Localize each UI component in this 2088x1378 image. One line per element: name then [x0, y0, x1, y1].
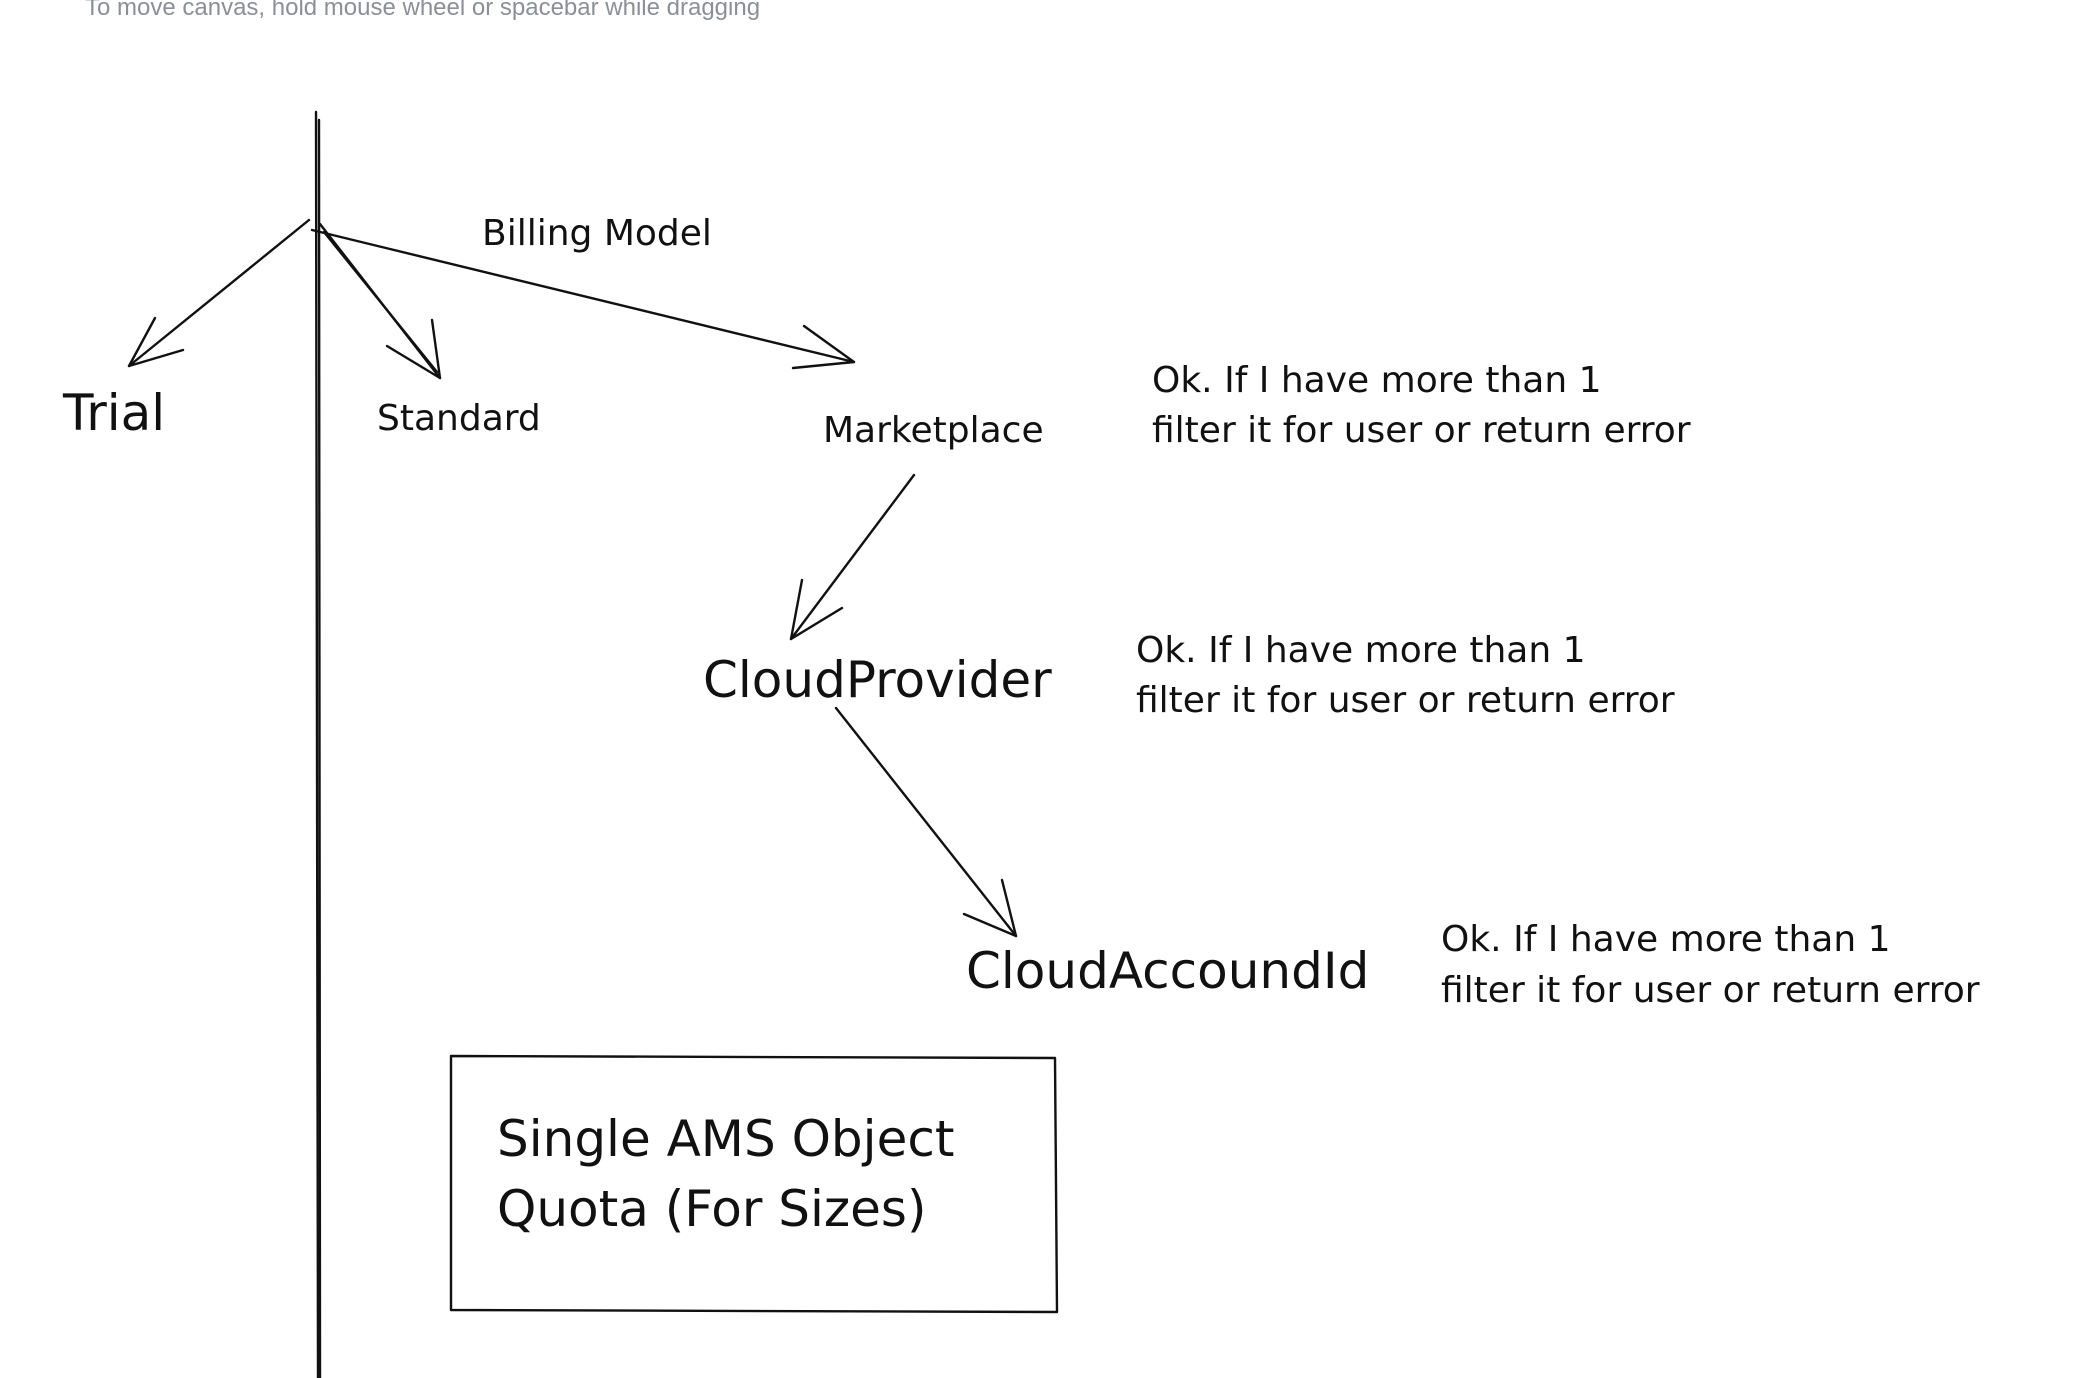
canvas-hint: To move canvas, hold mouse wheel or spac…	[85, 0, 761, 21]
marketplace-label[interactable]: Marketplace	[823, 410, 1044, 451]
arrow-marketplace-to-cloudprovider[interactable]	[789, 473, 916, 641]
cloud-account-id-label[interactable]: CloudAccoundId	[966, 942, 1369, 1000]
arrow-cloudprovider-to-cloudaccountid[interactable]	[834, 706, 1018, 938]
arrow-to-marketplace[interactable]	[310, 228, 856, 370]
note-cloudaccountid[interactable]: Ok. If I have more than 1 filter it for …	[1441, 919, 1980, 1011]
arrow-to-standard[interactable]	[318, 222, 442, 380]
note-cloudprovider[interactable]: Ok. If I have more than 1 filter it for …	[1136, 630, 1675, 721]
note-line: filter it for user or return error	[1152, 410, 1691, 451]
standard-label[interactable]: Standard	[377, 398, 541, 439]
note-line: Ok. If I have more than 1	[1152, 360, 1602, 401]
quota-box-line: Single AMS Object	[497, 1110, 954, 1168]
note-line: filter it for user or return error	[1136, 680, 1675, 721]
note-line: Ok. If I have more than 1	[1441, 919, 1891, 960]
note-line: filter it for user or return error	[1441, 970, 1980, 1011]
quota-box-line: Quota (For Sizes)	[497, 1180, 927, 1238]
quota-box[interactable]: Single AMS Object Quota (For Sizes)	[449, 1054, 1059, 1314]
note-marketplace[interactable]: Ok. If I have more than 1 filter it for …	[1152, 360, 1691, 451]
cloud-provider-label[interactable]: CloudProvider	[703, 651, 1052, 709]
trial-label[interactable]: Trial	[62, 384, 165, 442]
vertical-divider[interactable]	[314, 110, 322, 1378]
billing-model-label[interactable]: Billing Model	[482, 213, 712, 254]
note-line: Ok. If I have more than 1	[1136, 630, 1586, 671]
arrow-to-trial[interactable]	[127, 218, 311, 368]
